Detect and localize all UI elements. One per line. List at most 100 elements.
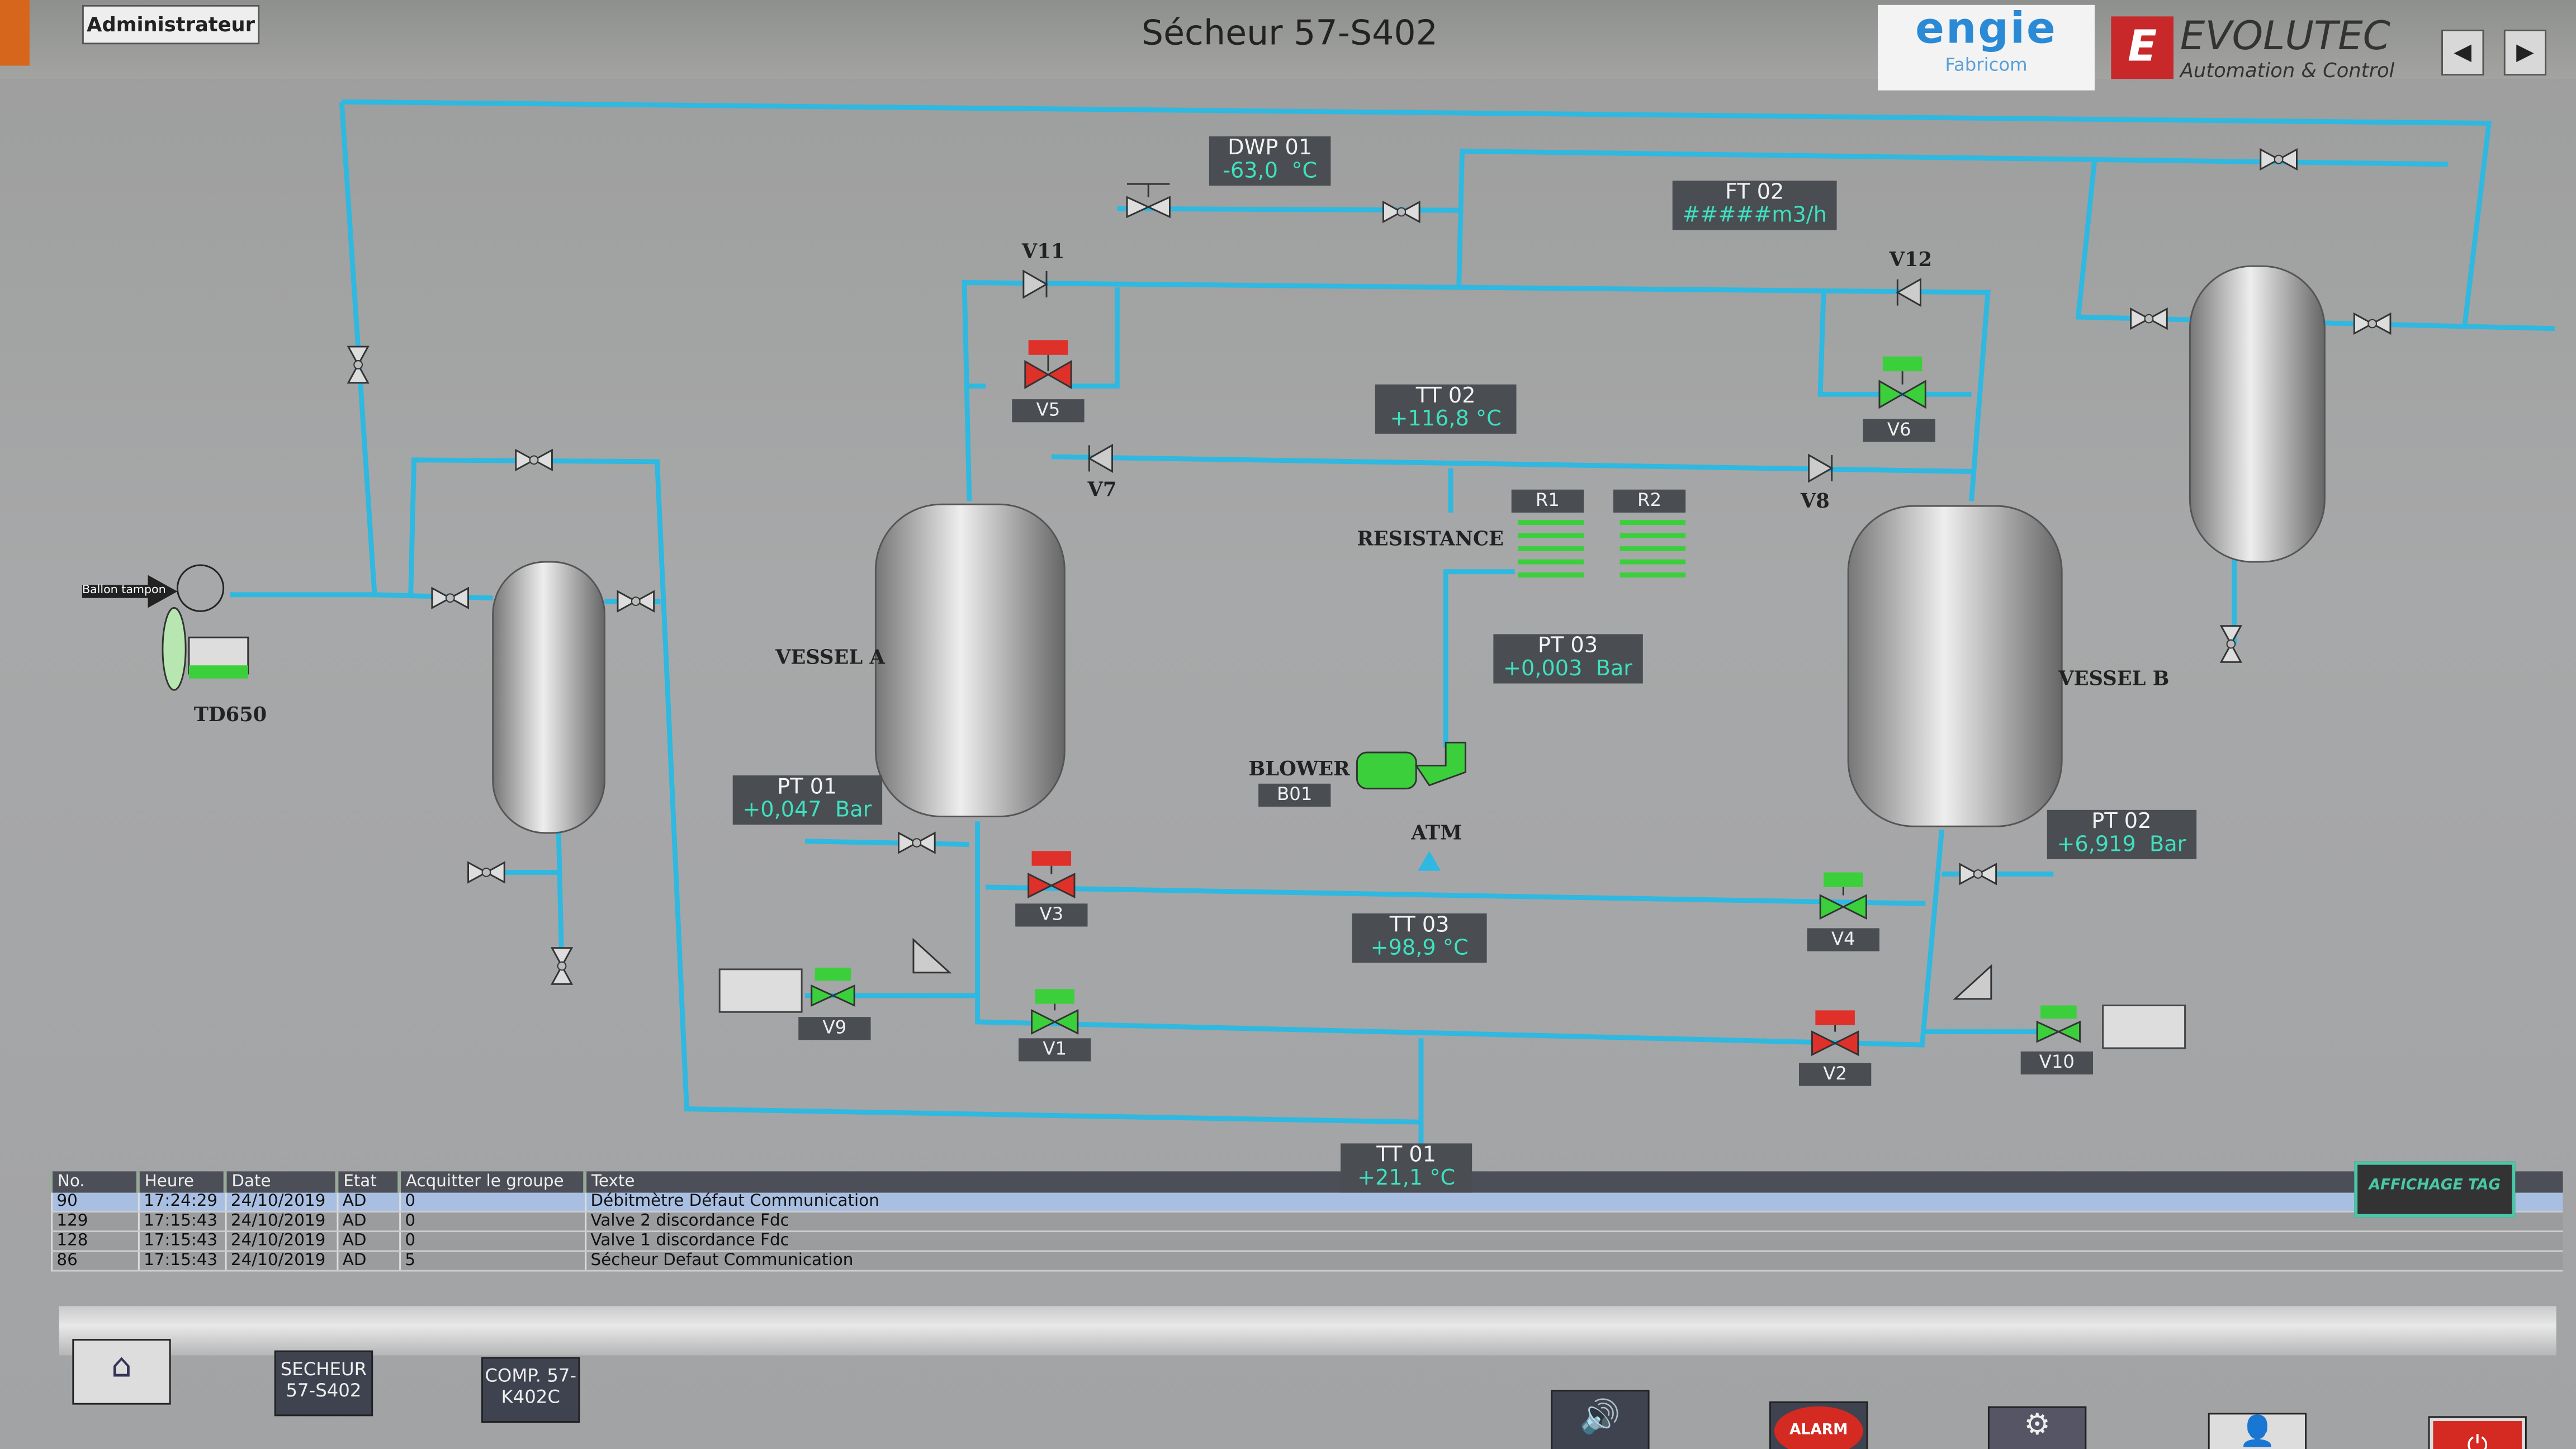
silencer-left-icon (718, 968, 803, 1013)
check-valve-v8-icon[interactable] (1808, 454, 1833, 482)
alarm-text: Valve 1 discordance Fdc (584, 1231, 2563, 1252)
alarm-scrollbar[interactable] (59, 1306, 2556, 1356)
manual-valve-icon[interactable] (2260, 148, 2298, 171)
manual-valve-icon[interactable] (617, 590, 655, 612)
exit-button[interactable]: ⏻ (2428, 1416, 2527, 1449)
sample-valve-icon[interactable] (1126, 183, 1171, 219)
alarm-state: AD (335, 1251, 400, 1272)
vessel-b[interactable] (1847, 505, 2063, 827)
v1-label: V1 (1019, 1038, 1091, 1062)
r2-label: R2 (1613, 489, 1686, 513)
alarm-no: 129 (50, 1211, 138, 1233)
alarm-date: 24/10/2019 (224, 1192, 337, 1213)
v7-label: V7 (1087, 478, 1117, 501)
v4-label: V4 (1807, 928, 1879, 951)
alarm-text: Sécheur Defaut Communication (584, 1251, 2563, 1272)
instrument-ft02[interactable]: FT 02#####m3/h (1672, 181, 1837, 230)
compressor-button[interactable]: COMP. 57-K402C (481, 1357, 580, 1423)
control-valve-v5-icon[interactable] (1024, 340, 1072, 390)
alarm-table[interactable]: No. Heure Date Etat Acquitter le groupe … (49, 1171, 2563, 1303)
evolutec-mark-icon: E (2111, 16, 2174, 79)
alarm-text: Débitmètre Défaut Communication (584, 1192, 2563, 1213)
sound-button[interactable]: 🔊 (1551, 1390, 1650, 1449)
manual-valve-icon[interactable] (2353, 312, 2392, 335)
pipe (962, 280, 1991, 501)
control-valve-v3-icon[interactable] (1027, 851, 1076, 898)
instrument-tt02[interactable]: TT 02+116,8 °C (1375, 384, 1517, 434)
instrument-dwp01[interactable]: DWP 01-63,0 °C (1209, 136, 1331, 186)
manual-valve-icon[interactable] (1382, 201, 1420, 223)
nav-prev-button[interactable]: ◀ (2441, 29, 2484, 76)
alarm-button[interactable]: ALARM (1769, 1401, 1868, 1449)
filter-vessel-right[interactable] (2189, 265, 2326, 563)
vessel-a[interactable] (874, 503, 1066, 818)
column-header[interactable]: Acquitter le groupe (397, 1171, 585, 1193)
control-valve-v10-icon[interactable] (2036, 1005, 2081, 1043)
alarm-time: 17:24:29 (137, 1192, 225, 1213)
home-button[interactable]: ⌂ (72, 1339, 171, 1405)
instrument-pt02[interactable]: PT 02+6,919 Bar (2047, 809, 2196, 859)
column-header[interactable]: Texte (583, 1171, 2563, 1193)
control-valve-v6-icon[interactable] (1878, 356, 1926, 409)
resistance-r1-icon (1518, 520, 1584, 577)
column-header[interactable]: Heure (136, 1171, 225, 1193)
control-valve-v1-icon[interactable] (1031, 989, 1079, 1035)
column-header[interactable]: No. (49, 1171, 138, 1193)
vessel-b-label: VESSEL B (2058, 667, 2170, 690)
manual-valve-icon[interactable] (2220, 625, 2242, 663)
blower-b01-icon[interactable] (1356, 741, 1466, 790)
manual-valve-icon[interactable] (2130, 308, 2168, 330)
control-valve-v4-icon[interactable] (1819, 872, 1867, 920)
arrow-icon (82, 575, 178, 608)
alarm-text: Valve 2 discordance Fdc (584, 1211, 2563, 1233)
nav-next-button[interactable]: ▶ (2503, 29, 2547, 76)
instrument-unit: °C (1291, 159, 1318, 184)
instrument-tag: FT 02 (1725, 181, 1784, 206)
instrument-tt01[interactable]: TT 01+21,1 °C (1341, 1143, 1472, 1193)
manual-valve-icon[interactable] (467, 861, 505, 883)
column-header[interactable]: Date (223, 1171, 337, 1193)
power-icon: ⏻ (2433, 1421, 2522, 1449)
instrument-pt01[interactable]: PT 01+0,047 Bar (732, 775, 882, 825)
filter-vessel-left[interactable] (492, 561, 605, 834)
manual-valve-icon[interactable] (347, 345, 369, 384)
manual-valve-icon[interactable] (551, 947, 573, 985)
check-valve-v11-icon[interactable] (1022, 270, 1048, 299)
instrument-unit: Bar (2149, 832, 2186, 858)
v5-label: V5 (1012, 399, 1085, 423)
check-valve-v12-icon[interactable] (1896, 278, 1921, 307)
instrument-pt03[interactable]: PT 03+0,003 Bar (1493, 634, 1642, 684)
manual-valve-icon[interactable] (431, 587, 470, 609)
check-valve-v7-icon[interactable] (1088, 444, 1114, 472)
control-valve-v9-icon[interactable] (811, 967, 855, 1007)
manual-valve-icon[interactable] (898, 832, 936, 854)
manual-valve-icon[interactable] (515, 449, 553, 471)
column-header[interactable]: Etat (335, 1171, 400, 1193)
control-valve-v2-icon[interactable] (1811, 1010, 1859, 1057)
alarm-time: 17:15:43 (137, 1251, 225, 1272)
user-login-button[interactable]: 👤 (2208, 1413, 2307, 1449)
affichage-tag-button[interactable]: AFFICHAGE TAG (2354, 1161, 2516, 1218)
manual-valve-icon[interactable] (1959, 863, 1997, 885)
v6-label: V6 (1863, 419, 1935, 442)
resistance-r2-icon (1620, 520, 1686, 577)
pipe (804, 839, 969, 847)
instrument-unit: Bar (1595, 657, 1633, 682)
settings-button[interactable]: ⚙ (1987, 1406, 2087, 1449)
gear-icon: ⚙ (2024, 1408, 2051, 1443)
alarm-state: AD (335, 1211, 400, 1233)
instrument-tag: TT 02 (1415, 384, 1476, 409)
pipe (2075, 159, 2555, 332)
secheur-button[interactable]: SECHEUR 57-S402 (274, 1350, 373, 1417)
instrument-tag: TT 01 (1376, 1143, 1436, 1168)
instrument-tt03[interactable]: TT 03+98,9 °C (1352, 913, 1487, 963)
v11-label: V11 (1021, 240, 1065, 263)
user-button[interactable]: Administrateur (82, 4, 260, 45)
